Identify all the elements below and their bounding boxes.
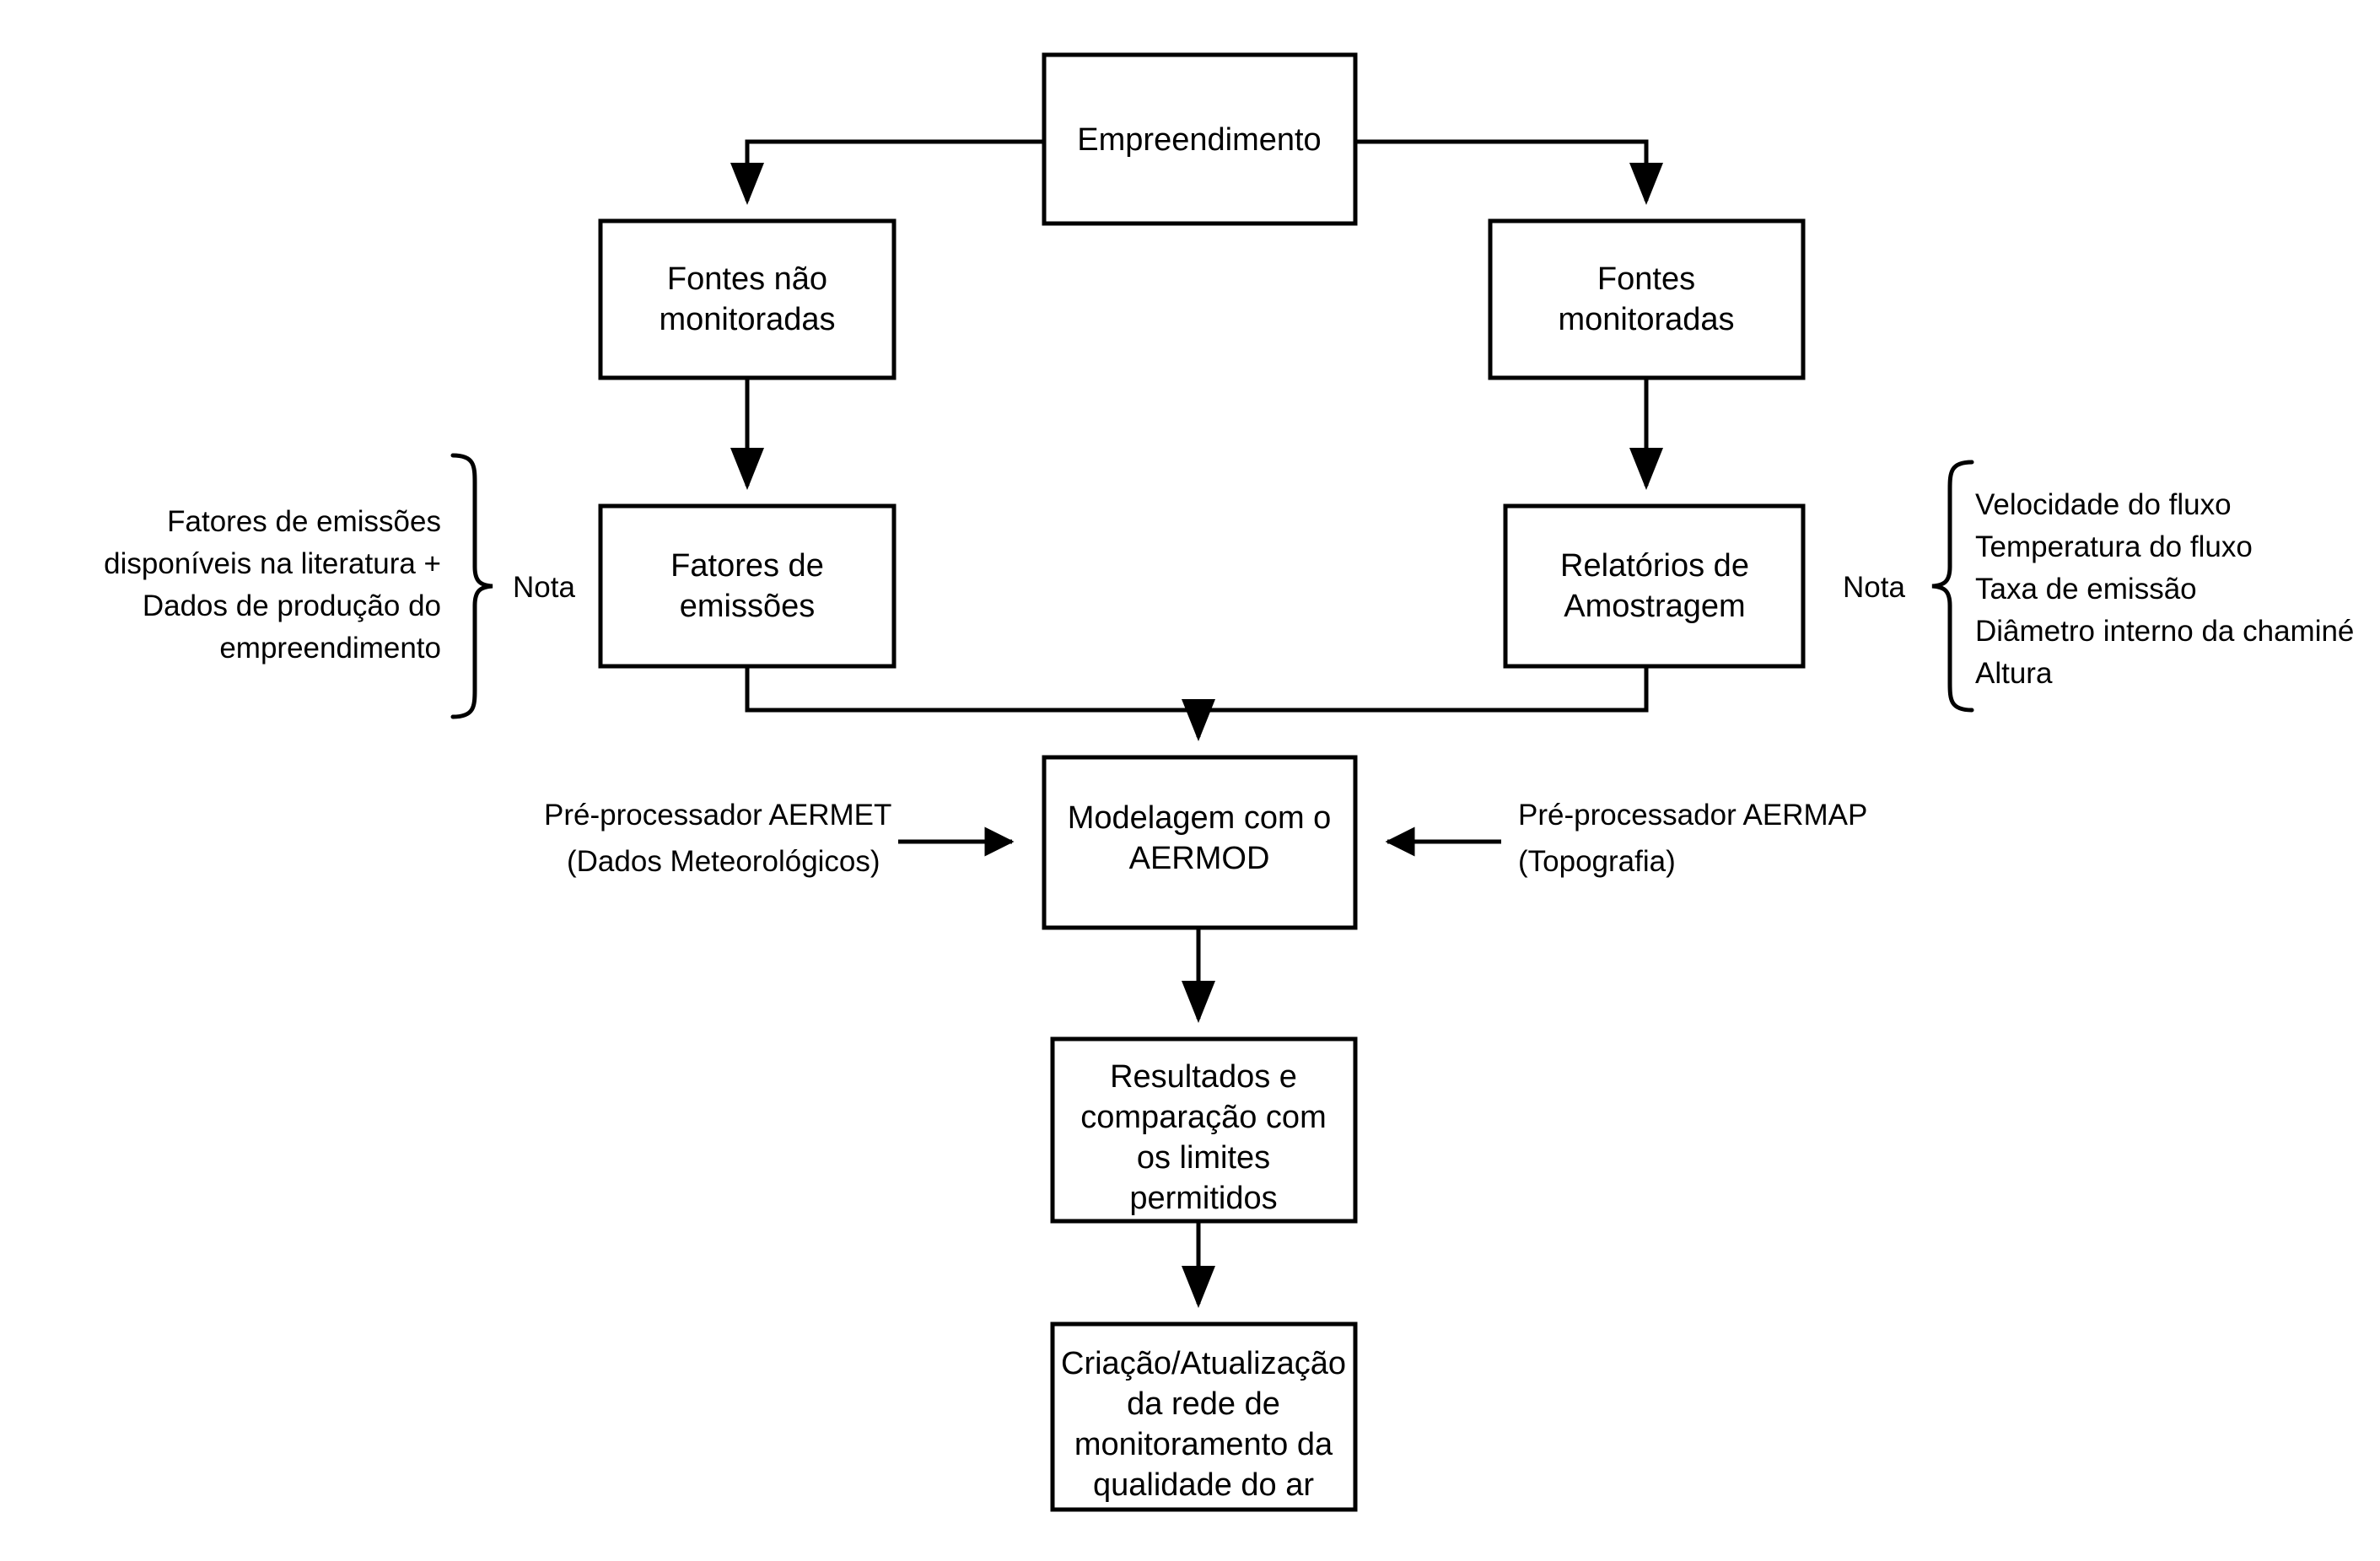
node-criacao-rede-line2: da rede de [1127, 1386, 1280, 1422]
left-note-line-2: disponíveis na literatura + [104, 547, 441, 580]
node-fatores-de-emissoes[interactable]: Fatores de emissões [598, 503, 897, 669]
right-note-line-5: Altura [1975, 657, 2053, 690]
left-note-brace-icon [450, 453, 493, 719]
node-modelagem-aermod-line1: Modelagem com o [1068, 800, 1332, 836]
side-input-aermap: Pré-processador AERMAP (Topografia) [1518, 799, 1867, 878]
aermet-label-line2: (Dados Meteorológicos) [567, 845, 880, 878]
aermap-label-line2: (Topografia) [1518, 845, 1676, 878]
node-empreendimento-box[interactable] [1042, 52, 1358, 226]
right-note-line-2: Temperatura do fluxo [1975, 530, 2253, 563]
node-fatores-de-emissoes-box[interactable] [598, 503, 897, 669]
node-fontes-monitoradas-line2: monitoradas [1558, 302, 1734, 337]
node-resultados-line2: comparação com [1080, 1100, 1326, 1135]
node-resultados-line1: Resultados e [1110, 1059, 1297, 1095]
node-criacao-rede-line3: monitoramento da [1074, 1427, 1333, 1462]
left-note-line-4: empreendimento [219, 632, 441, 665]
node-modelagem-aermod-box[interactable] [1042, 755, 1358, 930]
node-fontes-nao-monitoradas[interactable]: Fontes não monitoradas [598, 218, 897, 380]
edge-empreendimento-to-fontes-monitoradas [1355, 139, 1663, 205]
node-criacao-rede-line4: qualidade do ar [1093, 1467, 1314, 1503]
aermet-label-line1: Pré-processador AERMET [544, 799, 891, 832]
node-fatores-de-emissoes-line1: Fatores de [670, 548, 824, 584]
node-resultados-line4: permitidos [1129, 1181, 1277, 1216]
note-left: Nota Fatores de emissões disponíveis na … [104, 453, 575, 719]
node-fatores-de-emissoes-line2: emissões [680, 589, 816, 624]
note-right: Nota Velocidade do fluxo Temperatura do … [1843, 460, 2354, 713]
left-note-line-3: Dados de produção do [143, 589, 441, 622]
edge-fatores-to-merge [745, 666, 1198, 713]
right-note-line-1: Velocidade do fluxo [1975, 488, 2232, 521]
node-criacao-rede-line1: Criação/Atualização [1061, 1346, 1346, 1381]
left-note-line-1: Fatores de emissões [167, 505, 441, 538]
node-empreendimento[interactable]: Empreendimento [1042, 52, 1358, 226]
aermap-label-line1: Pré-processador AERMAP [1518, 799, 1867, 832]
node-relatorios-de-amostragem-line2: Amostragem [1564, 589, 1745, 624]
node-fontes-nao-monitoradas-line1: Fontes não [667, 261, 827, 297]
left-note-label: Nota [513, 571, 575, 604]
node-resultados-line3: os limites [1137, 1140, 1270, 1176]
node-modelagem-aermod[interactable]: Modelagem com o AERMOD [1042, 755, 1358, 930]
node-resultados-box[interactable] [1050, 1036, 1358, 1224]
node-relatorios-de-amostragem[interactable]: Relatórios de Amostragem [1503, 503, 1806, 669]
right-note-brace-icon [1931, 460, 1974, 713]
edge-empreendimento-to-fontes-nao-monitoradas [730, 139, 1044, 205]
node-empreendimento-label: Empreendimento [1077, 122, 1321, 158]
node-criacao-rede-box[interactable] [1050, 1321, 1358, 1512]
node-fontes-nao-monitoradas-box[interactable] [598, 218, 897, 380]
node-modelagem-aermod-line2: AERMOD [1129, 841, 1270, 876]
node-fontes-monitoradas-box[interactable] [1488, 218, 1806, 380]
node-criacao-rede-monitoramento[interactable]: Criação/Atualização da rede de monitoram… [1050, 1321, 1358, 1512]
node-resultados[interactable]: Resultados e comparação com os limites p… [1050, 1036, 1358, 1224]
node-fontes-nao-monitoradas-line2: monitoradas [659, 302, 835, 337]
node-fontes-monitoradas-line1: Fontes [1597, 261, 1695, 297]
node-relatorios-de-amostragem-box[interactable] [1503, 503, 1806, 669]
right-note-line-3: Taxa de emissão [1975, 573, 2197, 606]
right-note-label: Nota [1843, 571, 1905, 604]
right-note-line-4: Diâmetro interno da chaminé [1975, 615, 2354, 648]
node-relatorios-de-amostragem-line1: Relatórios de [1560, 548, 1749, 584]
node-fontes-monitoradas[interactable]: Fontes monitoradas [1488, 218, 1806, 380]
side-input-aermet: Pré-processador AERMET (Dados Meteorológ… [544, 799, 891, 878]
edge-relatorios-to-merge [1198, 666, 1649, 713]
